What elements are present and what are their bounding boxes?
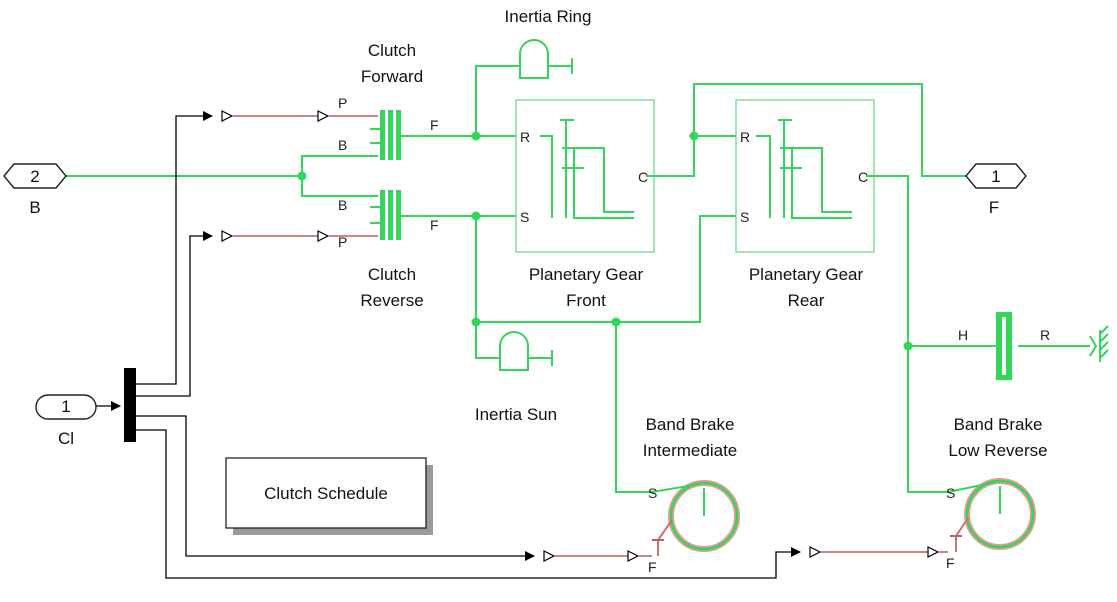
- wire-mux-to-forward[interactable]: [136, 111, 213, 385]
- inport-b-number: 2: [30, 167, 39, 186]
- junction-front-carrier: [689, 131, 699, 141]
- outport-f[interactable]: 1 F: [965, 163, 1027, 217]
- front-port-c: C: [638, 169, 648, 185]
- demux-block[interactable]: [124, 368, 136, 442]
- junction-rear-carrier: [903, 341, 913, 351]
- ps-converter-forward[interactable]: [221, 110, 378, 122]
- front-port-s: S: [520, 209, 529, 225]
- hub-port-r: R: [1040, 327, 1050, 343]
- clutch-reverse-port-b: B: [338, 197, 347, 213]
- junction-ring: [471, 131, 481, 141]
- ps-converter-band-int[interactable]: [543, 550, 652, 562]
- band-int-label-1: Band Brake: [646, 415, 735, 434]
- band-brake-intermediate-block[interactable]: S F: [648, 480, 740, 575]
- clutch-reverse-block[interactable]: [370, 190, 408, 240]
- rear-port-s: S: [740, 209, 749, 225]
- planetary-front-label-1: Planetary Gear: [529, 265, 644, 284]
- inport-cl-label: Cl: [58, 429, 74, 448]
- planetary-rear-label-2: Rear: [788, 291, 825, 310]
- planetary-rear-label-1: Planetary Gear: [749, 265, 864, 284]
- inertia-sun-block[interactable]: [499, 331, 553, 371]
- rotational-hub-block[interactable]: [996, 312, 1012, 380]
- clutch-reverse-label-1: Clutch: [368, 265, 416, 284]
- planetary-front-label-2: Front: [566, 291, 606, 310]
- ps-converter-band-low[interactable]: [809, 546, 948, 558]
- wire-b-to-clutch-reverse[interactable]: [301, 176, 378, 197]
- band-low-port-s: S: [946, 485, 955, 501]
- wire-mux-to-band-int[interactable]: [136, 415, 535, 561]
- band-int-label-2: Intermediate: [643, 441, 738, 460]
- outport-f-number: 1: [991, 167, 1000, 186]
- clutch-reverse-port-f: F: [430, 217, 439, 233]
- band-low-port-f: F: [946, 555, 955, 571]
- junction-band-int: [611, 317, 621, 327]
- clutch-reverse-label-2: Reverse: [360, 291, 423, 310]
- inertia-ring-block[interactable]: [519, 39, 573, 79]
- band-low-label-1: Band Brake: [954, 415, 1043, 434]
- inport-cl-number: 1: [61, 397, 70, 416]
- junction-sun: [471, 211, 481, 221]
- inertia-sun-label: Inertia Sun: [475, 405, 557, 424]
- clutch-forward-block[interactable]: [370, 110, 408, 160]
- wire-mux-to-band-low[interactable]: [136, 429, 801, 579]
- rear-port-c: C: [858, 169, 868, 185]
- clutch-forward-label-1: Clutch: [368, 41, 416, 60]
- planetary-gear-front-block[interactable]: R S C: [515, 99, 655, 253]
- mechanical-ground-icon[interactable]: [1089, 325, 1109, 362]
- wire-b-to-clutch-forward[interactable]: [301, 155, 378, 176]
- wire-rear-carrier[interactable]: [874, 175, 948, 493]
- inertia-ring-label: Inertia Ring: [505, 7, 592, 26]
- junction-b: [297, 171, 307, 181]
- clutch-reverse-port-p: P: [338, 234, 347, 250]
- mechanical-connections: [66, 65, 1090, 493]
- junction-sun-bus: [471, 317, 481, 327]
- wire-sun-to-rear[interactable]: [476, 215, 736, 323]
- ps-converter-reverse[interactable]: [221, 230, 378, 242]
- clutch-schedule-block[interactable]: Clutch Schedule: [225, 457, 433, 535]
- clutch-schedule-label: Clutch Schedule: [264, 484, 388, 503]
- junction-dots: [297, 131, 913, 351]
- rear-port-r: R: [740, 129, 750, 145]
- signal-connections: [96, 111, 801, 579]
- wire-mux-to-reverse[interactable]: [136, 231, 213, 397]
- hub-port-h: H: [958, 327, 968, 343]
- clutch-forward-port-b: B: [338, 137, 347, 153]
- band-low-label-2: Low Reverse: [948, 441, 1047, 460]
- wire-inertia-sun[interactable]: [475, 322, 500, 359]
- outport-f-label: F: [989, 198, 999, 217]
- front-port-r: R: [520, 129, 530, 145]
- planetary-gear-rear-block[interactable]: R S C: [735, 99, 875, 253]
- band-int-port-s: S: [648, 485, 657, 501]
- inport-b[interactable]: 2 B: [3, 163, 67, 217]
- wire-sun-to-band-intermediate[interactable]: [615, 322, 652, 493]
- clutch-forward-port-p: P: [338, 95, 347, 111]
- band-int-port-f: F: [648, 559, 657, 575]
- inport-cl[interactable]: 1 Cl: [35, 394, 97, 448]
- inport-b-label: B: [29, 198, 40, 217]
- wire-front-carrier-out[interactable]: [654, 135, 736, 177]
- clutch-forward-label-2: Forward: [361, 67, 423, 86]
- band-brake-low-reverse-block[interactable]: S F: [946, 478, 1036, 571]
- clutch-forward-port-f: F: [430, 117, 439, 133]
- wire-inertia-ring[interactable]: [475, 65, 520, 136]
- wire-to-f-output[interactable]: [693, 83, 966, 177]
